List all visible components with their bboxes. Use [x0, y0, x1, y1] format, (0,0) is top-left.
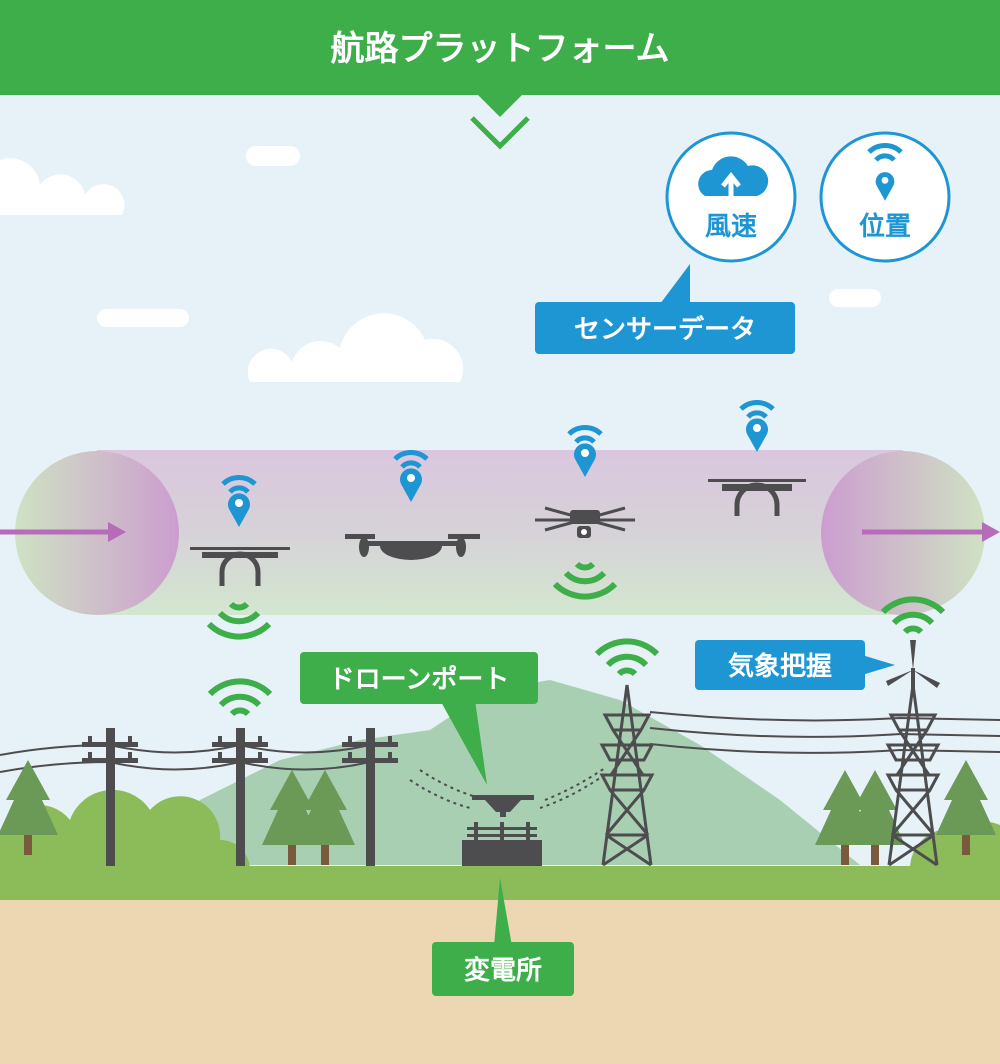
header-title: 航路プラットフォーム — [331, 29, 670, 69]
flight-route-tube — [15, 450, 985, 615]
drone-2 — [345, 453, 480, 560]
wind-speed-label: 風速 — [705, 212, 757, 242]
power-lines — [0, 711, 1000, 809]
header-bar — [0, 0, 1000, 95]
drone-port-callout: ドローンポート — [300, 652, 538, 785]
drone-4 — [708, 403, 806, 516]
position-sensor: 位置 — [819, 131, 951, 263]
substation-label: 変電所 — [464, 955, 542, 986]
drone-3 — [535, 428, 635, 597]
drone-port-label: ドローンポート — [329, 664, 510, 695]
weather-callout: 気象把握 — [695, 640, 895, 690]
sensor-data-callout: センサーデータ — [535, 264, 795, 354]
weather-label: 気象把握 — [728, 651, 832, 682]
clouds — [0, 146, 881, 382]
wind-turbine-icon — [886, 640, 940, 690]
header-pointer — [478, 95, 522, 117]
arrow-out-icon — [862, 522, 1000, 542]
drone-1 — [190, 478, 290, 586]
substation-callout: 変電所 — [432, 878, 574, 996]
position-label: 位置 — [859, 211, 911, 242]
arrow-in-icon — [0, 522, 126, 542]
cloud-upload-icon — [698, 156, 769, 196]
wind-speed-sensor: 風速 — [665, 131, 797, 263]
chevron-down-icon — [470, 116, 530, 150]
substation-drone-port — [462, 795, 542, 867]
sensor-data-label: センサーデータ — [574, 314, 756, 345]
